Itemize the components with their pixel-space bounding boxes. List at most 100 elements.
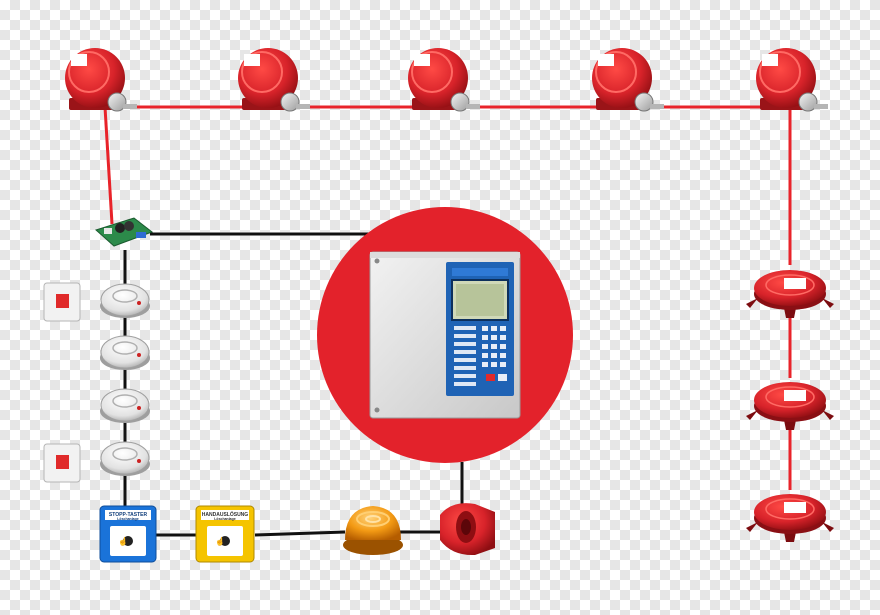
smoke-detector-icon [100,388,150,423]
generator-ring [765,498,815,520]
generator-foot [746,410,758,420]
stop-button-call-point: STOPP-TASTER Löschanlage ☝ [99,505,157,563]
generator-label-plate [784,390,806,401]
extinguishing-container-icon [756,48,828,112]
module-capacitor-icon [115,223,125,233]
unit-valve-icon [280,92,300,112]
interface-module [95,217,154,247]
smoke-detector-icon [100,283,150,318]
detector-chamber [112,341,138,355]
unit-nozzle-icon [466,104,480,109]
push-button-icon [220,536,230,546]
detector-led-icon [137,301,141,305]
remote-indicator [43,282,81,322]
indicator-lamp-icon [56,455,69,469]
unit-label-plate [414,54,430,66]
generator-foot [784,308,796,318]
unit-nozzle-icon [650,104,664,109]
beacon-lens-ring [356,511,390,527]
extinguishing-container-icon [408,48,480,112]
alarm-sounder [440,503,495,556]
cabinet-screw-icon [374,258,380,264]
sounder-horn-inner [461,519,471,535]
panel-top-edge [370,252,520,258]
detector-led-icon [137,353,141,357]
hand-press-icon: ☝ [215,536,225,546]
detector-dome [100,388,150,422]
flashing-beacon [343,506,403,555]
generator-label-plate [784,502,806,513]
indicator-lamp-icon [56,294,69,308]
unit-valve-icon [450,92,470,112]
smoke-detector-column [100,283,150,476]
unit-rim [68,51,110,93]
unit-rim [595,51,637,93]
panel-label-strips [454,326,476,386]
unit-nozzle-icon [296,104,310,109]
unit-valve-icon [798,92,818,112]
smoke-detector-icon [100,441,150,476]
detector-chamber [112,394,138,408]
unit-rim [759,51,801,93]
unit-nozzle-icon [814,104,828,109]
module-capacitor-icon [124,221,134,231]
call-point-label: STOPP-TASTER [109,512,148,518]
panel-led-strip [452,268,508,276]
generator-foot [746,298,758,308]
generator-foot [784,532,796,542]
smoke-detector-icon [100,335,150,370]
flat-aerosol-generator-icon [746,494,834,542]
module-circuit-board [95,217,154,247]
call-point-label: HANDAUSLÖSUNG [202,511,249,518]
call-point-sublabel: Löschanlage [214,517,235,521]
call-point-sublabel: Löschanlage [117,517,138,521]
cabinet-screw-icon [374,407,380,413]
detector-dome [100,441,150,475]
flat-aerosol-generator-icon [746,382,834,430]
detector-led-icon [137,459,141,463]
push-button-icon [123,536,133,546]
call-point-label-plate [105,510,151,520]
unit-label-plate [598,54,614,66]
detector-dome [100,283,150,317]
module-connector-icon [136,232,146,238]
generator-foot [746,522,758,532]
generator-ring [765,274,815,296]
panel-keypad [482,326,506,367]
call-point-label-plate [201,510,249,520]
left-red-drop [103,106,114,225]
unit-label-plate [71,54,87,66]
generator-foot [822,522,834,532]
unit-label-plate [244,54,260,66]
panel-alarm-key [486,374,495,381]
extinguishing-container-icon [65,48,137,112]
generator-foot [822,410,834,420]
unit-nozzle-icon [123,104,137,109]
generator-foot [784,420,796,430]
panel-lcd-inner [456,284,504,316]
control-panel [317,207,573,463]
unit-valve-icon [634,92,654,112]
unit-rim [241,51,283,93]
detector-chamber [112,447,138,461]
generator-label-plate [784,278,806,289]
detector-dome [100,335,150,369]
detector-chamber [112,289,138,303]
panel-reset-key [498,374,507,381]
flat-aerosol-generator-icon [746,270,834,318]
beacon-lens-inner [365,515,381,523]
extinguishing-container-icon [592,48,664,112]
unit-rim [411,51,453,93]
generator-ring [765,386,815,408]
extinguishing-unit-row [65,48,828,112]
hand-press-icon: ☝ [118,536,128,546]
unit-label-plate [762,54,778,66]
extinguishing-container-icon [238,48,310,112]
detector-led-icon [137,406,141,410]
unit-valve-icon [107,92,127,112]
flat-generator-column [746,270,834,542]
remote-indicator [43,443,81,483]
generator-foot [822,298,834,308]
module-terminal-icon [104,228,112,234]
